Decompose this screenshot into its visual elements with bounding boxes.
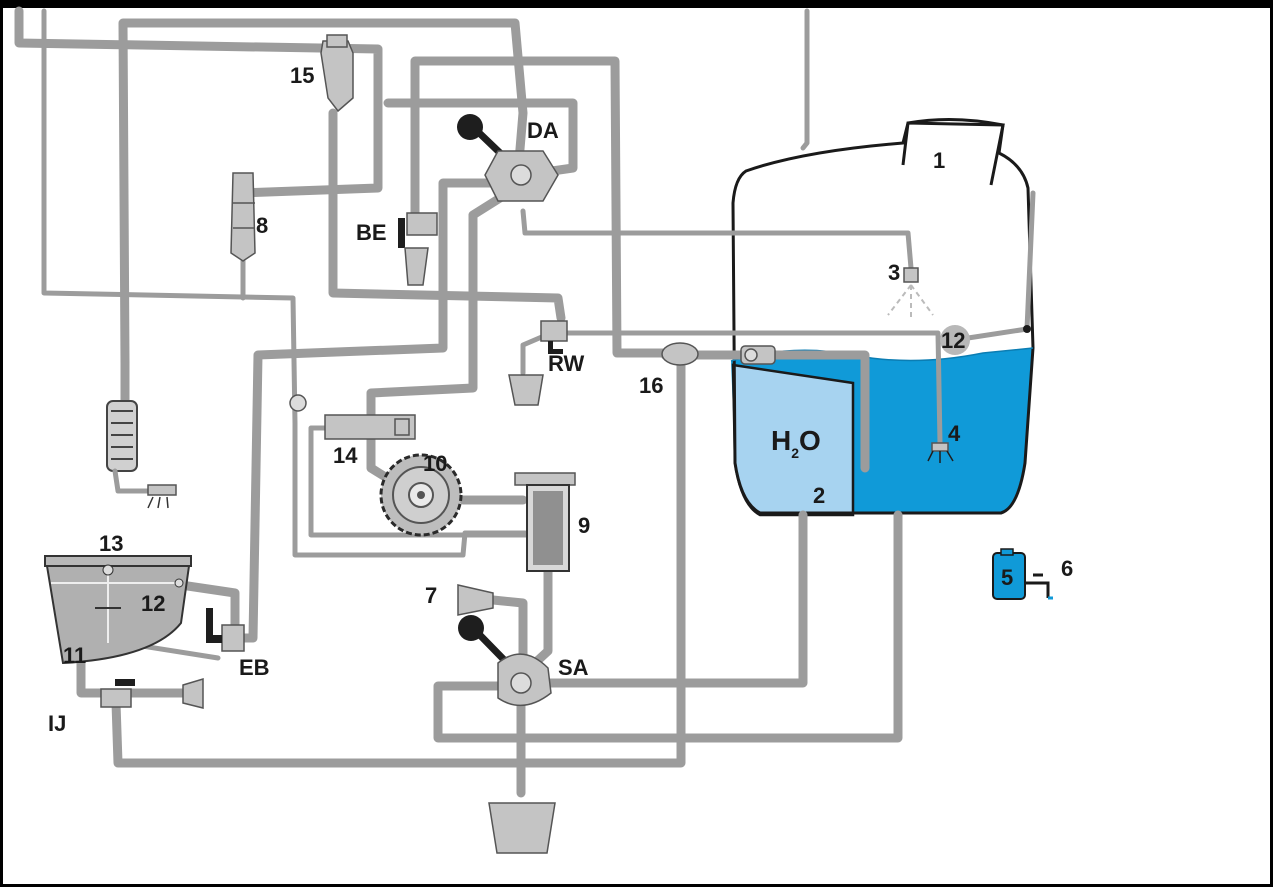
filter-15 xyxy=(320,34,354,113)
label-4: 4 xyxy=(948,421,961,446)
valve-da[interactable] xyxy=(457,114,559,202)
sprayer-circuit-diagram: 1 2 3 4 5 6 7 8 9 10 11 12 12 13 14 15 1… xyxy=(14,6,1073,854)
valve-16 xyxy=(661,342,699,366)
rinse-tank-water xyxy=(731,363,855,517)
valve-eb[interactable] xyxy=(206,608,245,652)
label-3: 3 xyxy=(888,260,900,285)
label-eb: EB xyxy=(239,655,270,680)
injector-ij xyxy=(100,677,204,709)
filter-8 xyxy=(230,172,256,262)
label-16: 16 xyxy=(639,373,663,398)
fill-lid xyxy=(901,117,1005,186)
label-1: 1 xyxy=(933,148,945,173)
valve-sa[interactable] xyxy=(458,615,552,707)
tank-nozzle-3 xyxy=(887,267,934,318)
label-5: 5 xyxy=(1001,565,1013,590)
label-da: DA xyxy=(527,118,559,143)
rinse-bucket xyxy=(508,374,544,406)
induction-hopper-13 xyxy=(44,555,192,665)
hose-reel xyxy=(106,400,177,509)
label-be: BE xyxy=(356,220,387,245)
label-15: 15 xyxy=(290,63,314,88)
valve-be[interactable] xyxy=(398,212,438,286)
label-h2o: H2O xyxy=(771,425,821,461)
label-7: 7 xyxy=(425,583,437,608)
label-6: 6 xyxy=(1061,556,1073,581)
water-canister-5 xyxy=(992,548,1053,600)
label-10: 10 xyxy=(423,451,447,476)
agitator-4 xyxy=(927,442,954,463)
label-12-tank: 12 xyxy=(941,328,965,353)
label-ij: IJ xyxy=(48,711,66,736)
rinse-nozzle xyxy=(740,345,776,365)
filter-9 xyxy=(514,472,576,572)
tank-outline xyxy=(731,121,1035,515)
unit-14 xyxy=(289,394,416,440)
pipe-network xyxy=(14,6,1036,798)
drain-bucket xyxy=(488,802,556,854)
label-11: 11 xyxy=(63,643,86,668)
label-sa: SA xyxy=(558,655,589,680)
label-rw: RW xyxy=(548,351,584,376)
funnel-7 xyxy=(457,584,494,616)
label-9: 9 xyxy=(578,513,590,538)
label-8: 8 xyxy=(256,213,268,238)
pump-10 xyxy=(379,453,463,537)
label-13: 13 xyxy=(99,531,123,556)
main-tank xyxy=(730,117,1035,517)
label-2: 2 xyxy=(813,483,825,508)
label-14: 14 xyxy=(333,443,358,468)
valve-rw[interactable] xyxy=(540,320,568,354)
level-gauge-12 xyxy=(940,325,970,355)
label-12-hopper: 12 xyxy=(141,591,165,616)
